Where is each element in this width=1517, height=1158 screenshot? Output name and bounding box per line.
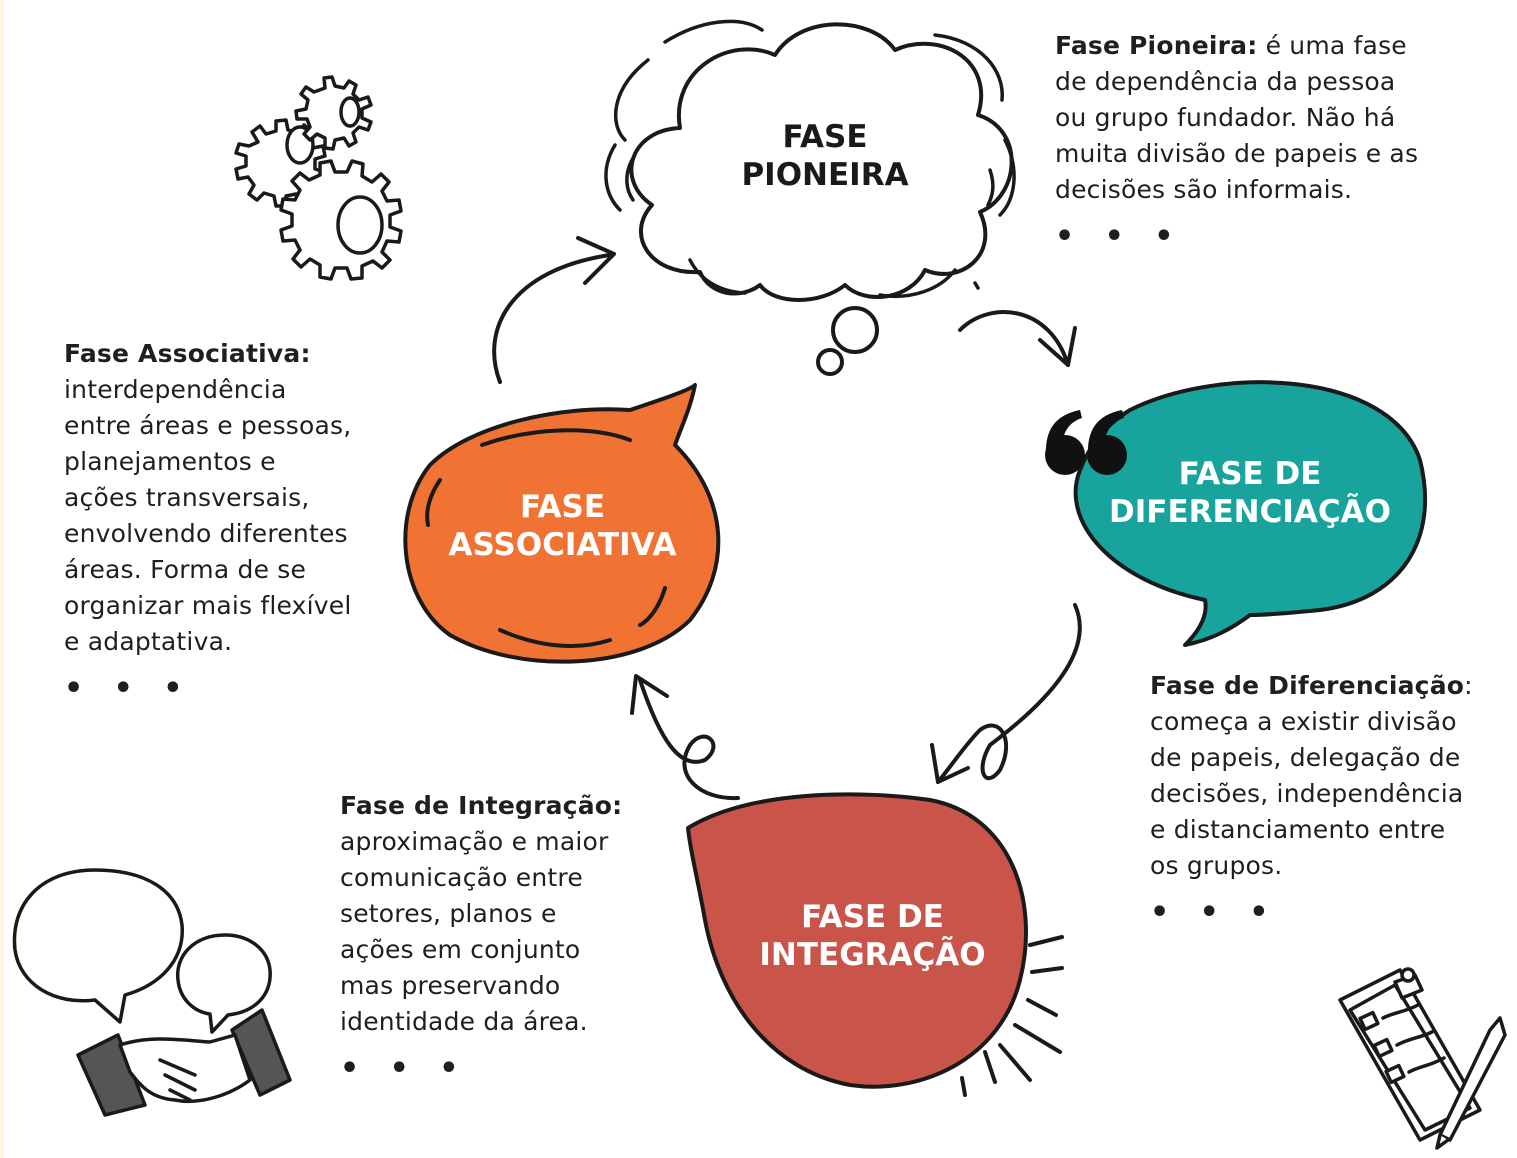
diferenciacao-desc-heading-suffix: : [1464,671,1473,700]
diferenciacao-title-line2: DIFERENCIAÇÃO [1109,494,1391,530]
associativa-desc-first-line: Fase Associativa: [64,336,394,372]
associativa-ellipsis: • • • [64,671,193,706]
integracao-desc-line: setores, planos e [340,899,557,928]
left-edge-strip [0,0,4,1158]
diferenciacao-desc-line: os grupos. [1150,851,1283,880]
integracao-desc-line: aproximação e maior [340,827,609,856]
integracao-desc-line: ações em conjunto [340,935,581,964]
integracao-desc-first-line: Fase de Integração: [340,788,670,824]
diferenciacao-title: FASE DE DIFERENCIAÇÃO [1095,455,1405,531]
diferenciacao-title-line1: FASE DE [1178,456,1322,492]
diferenciacao-desc-line: de papeis, delegação de [1150,743,1461,772]
diferenciacao-desc-line: começa a existir divisão [1150,707,1457,736]
associativa-desc-line: organizar mais flexível [64,591,352,620]
integracao-drop [686,792,1064,1097]
pioneira-description: Fase Pioneira: é uma fase de dependência… [1055,28,1505,252]
associativa-desc-line: interdependência [64,375,287,404]
integracao-description: Fase de Integração: aproximação e maior … [340,788,670,1084]
associativa-desc-line: planejamentos e [64,447,276,476]
clipboard-checklist-icon [1338,967,1507,1150]
diferenciacao-desc-heading: Fase de Diferenciação [1150,671,1465,700]
associativa-title: FASE ASSOCIATIVA [430,488,695,564]
pioneira-desc-heading: Fase Pioneira: [1055,31,1258,60]
associativa-desc-line: e adaptativa. [64,627,233,656]
associativa-desc-line: áreas. Forma de se [64,555,307,584]
integracao-desc-line: comunicação entre [340,863,583,892]
pioneira-desc-line: decisões são informais. [1055,175,1353,204]
associativa-desc-line: envolvendo diferentes [64,519,348,548]
gears-icon [234,75,403,281]
associativa-bubble [403,383,721,664]
arrow-diferenciacao-to-integracao [930,603,1082,784]
associativa-title-line1: FASE [519,489,606,525]
pioneira-desc-line: de dependência da pessoa [1055,67,1396,96]
pioneira-desc-line: muita divisão de papeis e as [1055,139,1419,168]
integracao-title: FASE DE INTEGRAÇÃO [740,898,1005,974]
pioneira-ellipsis: • • • [1055,219,1184,254]
integracao-desc-heading: Fase de Integração: [340,791,623,820]
arrow-pioneira-to-diferenciacao [958,310,1077,367]
diferenciacao-desc-line: e distanciamento entre [1150,815,1446,844]
pioneira-cloud [604,19,1016,376]
associativa-desc-line: entre áreas e pessoas, [64,411,352,440]
arrow-associativa-to-pioneira [492,236,616,384]
integracao-title-line1: FASE DE [801,899,944,935]
integracao-desc-line: identidade da área. [340,1007,588,1036]
integracao-title-line2: INTEGRAÇÃO [759,937,986,973]
pioneira-title-line1: FASE [782,119,868,155]
diferenciacao-bubble [1073,380,1428,647]
diferenciacao-ellipsis: • • • [1150,895,1279,930]
associativa-desc-heading: Fase Associativa: [64,339,311,368]
associativa-description: Fase Associativa: interdependência entre… [64,336,394,704]
integracao-desc-line: mas preservando [340,971,561,1000]
integracao-ellipsis: • • • [340,1051,469,1086]
handshake-speech-icon [12,868,292,1117]
associativa-title-line2: ASSOCIATIVA [448,527,677,563]
associativa-desc-line: ações transversais, [64,483,310,512]
pioneira-title-line2: PIONEIRA [741,157,909,193]
pioneira-title: FASE PIONEIRA [715,118,935,194]
pioneira-desc-first-line: Fase Pioneira: é uma fase [1055,28,1505,64]
diferenciacao-desc-line: decisões, independência [1150,779,1464,808]
diferenciacao-desc-first-line: Fase de Diferenciação: [1150,668,1510,704]
diferenciacao-description: Fase de Diferenciação: começa a existir … [1150,668,1510,928]
quote-mark-icon [1045,410,1127,475]
pioneira-desc-line: ou grupo fundador. Não há [1055,103,1396,132]
arrow-integracao-to-associativa [630,674,740,801]
pioneira-desc-body-first: é uma fase [1257,31,1407,60]
